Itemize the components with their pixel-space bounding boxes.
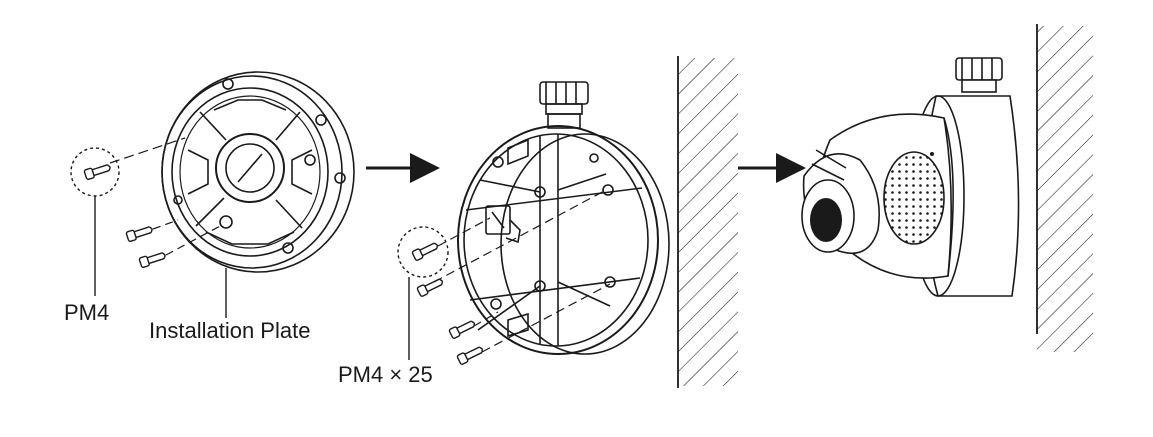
screw-callout-pm4: [70, 137, 186, 296]
screw-icon: [138, 252, 166, 269]
screw-icon: [448, 320, 476, 339]
screw-icon: [456, 346, 484, 365]
screw-icon: [125, 226, 153, 243]
pm4-x-25-label: PM4 × 25: [338, 362, 433, 387]
screw-callout-pm4-x-25: [397, 226, 449, 360]
screw-icon: [83, 164, 111, 181]
wall-hatch: [677, 56, 738, 388]
installation-plate-label: Installation Plate: [149, 318, 311, 343]
pm4-label: PM4: [64, 300, 110, 325]
step-2-junction-box: [433, 81, 670, 355]
step-1-installation-plate: [161, 71, 355, 318]
screw-icon: [416, 278, 444, 297]
step-3-mounted-camera: [801, 57, 1020, 297]
wall-hatch: [1036, 24, 1093, 352]
screw-icon: [411, 242, 439, 261]
